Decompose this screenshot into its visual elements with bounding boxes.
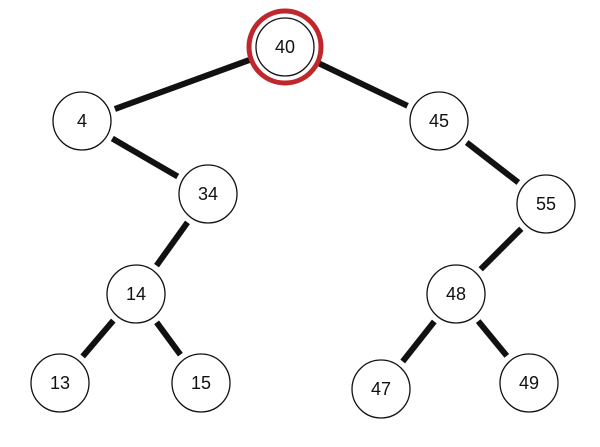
tree-nodes: 40 4 45 34 55 14 48 13 15 47 49 [30,8,576,419]
tree-node-49: 49 [499,353,559,413]
tree-node-55: 55 [516,174,576,234]
node-circle [426,264,486,324]
node-circle [106,264,166,324]
edge-48-47 [400,319,437,364]
node-label: 34 [198,184,218,204]
node-label: 4 [77,111,87,131]
tree-node-47: 47 [351,359,411,419]
node-circle [52,91,112,151]
edge-48-49 [475,319,510,358]
tree-edges [80,56,524,364]
node-label: 48 [446,284,466,304]
edge-34-14 [154,220,190,268]
tree-node-40: 40 [246,8,324,86]
tree-node-14: 14 [106,264,166,324]
edge-40-4 [113,56,254,112]
node-label: 13 [50,373,70,393]
node-circle [30,353,90,413]
tree-node-15: 15 [171,353,231,413]
edge-14-13 [80,318,116,359]
node-label: 55 [536,194,556,214]
highlight-ring [246,8,324,86]
edge-14-15 [154,320,183,357]
node-circle [409,91,469,151]
edge-55-48 [478,226,524,272]
node-label: 49 [519,373,539,393]
node-circle [516,174,576,234]
tree-node-48: 48 [426,264,486,324]
node-label: 45 [429,111,449,131]
tree-node-13: 13 [30,353,90,413]
node-label: 14 [126,284,146,304]
tree-node-4: 4 [52,91,112,151]
node-label: 40 [275,37,295,57]
node-circle [178,164,238,224]
tree-node-34: 34 [178,164,238,224]
node-label: 15 [191,373,211,393]
node-circle [499,353,559,413]
node-circle [171,353,231,413]
edge-40-45 [315,59,409,109]
edge-4-34 [110,135,180,180]
edge-45-55 [464,140,521,185]
node-circle [351,359,411,419]
node-label: 47 [371,379,391,399]
node-circle [255,17,315,77]
tree-node-45: 45 [409,91,469,151]
